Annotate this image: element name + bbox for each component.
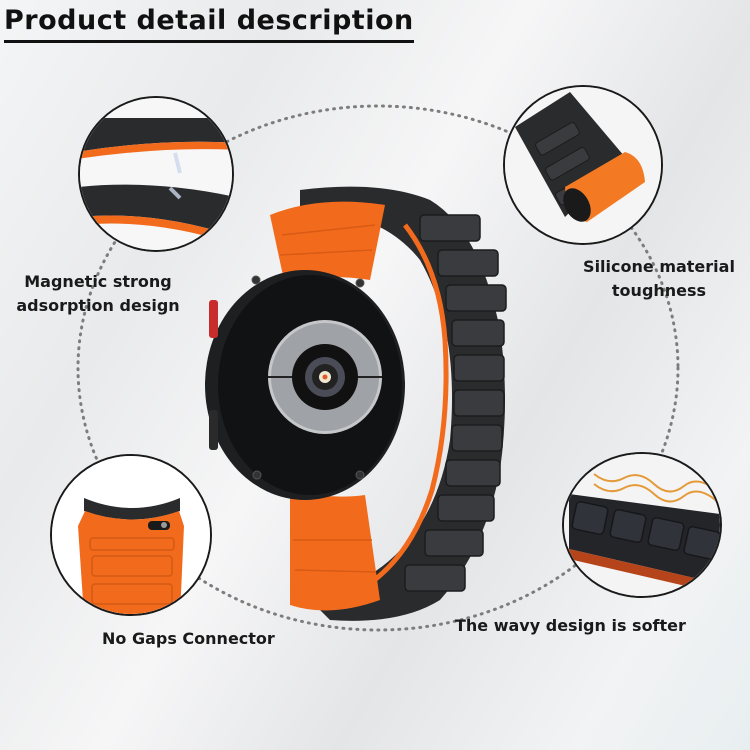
- connector-detail-image: [50, 454, 212, 616]
- magnetic-label: Magnetic strong adsorption design: [8, 270, 188, 318]
- magnetic-label-line2: adsorption design: [16, 296, 180, 315]
- magnetic-detail-image: [78, 96, 234, 252]
- connector-label: No Gaps Connector: [102, 627, 302, 651]
- wavy-label-line1: The wavy design is softer: [455, 616, 686, 635]
- silicone-detail-image: [503, 85, 663, 245]
- silicone-label: Silicone material toughness: [575, 255, 743, 303]
- connector-icon: [52, 456, 210, 614]
- magnetic-band-icon: [80, 98, 232, 250]
- magnetic-label-line1: Magnetic strong: [24, 272, 172, 291]
- wavy-detail-image: [562, 452, 722, 598]
- silicone-label-line2: toughness: [611, 281, 707, 300]
- wavy-band-icon: [564, 454, 720, 596]
- connector-label-line1: No Gaps Connector: [102, 629, 275, 648]
- wavy-label: The wavy design is softer: [455, 614, 695, 638]
- silicone-band-roll-icon: [505, 87, 661, 243]
- silicone-label-line1: Silicone material: [583, 257, 735, 276]
- page-title: Product detail description: [4, 4, 414, 43]
